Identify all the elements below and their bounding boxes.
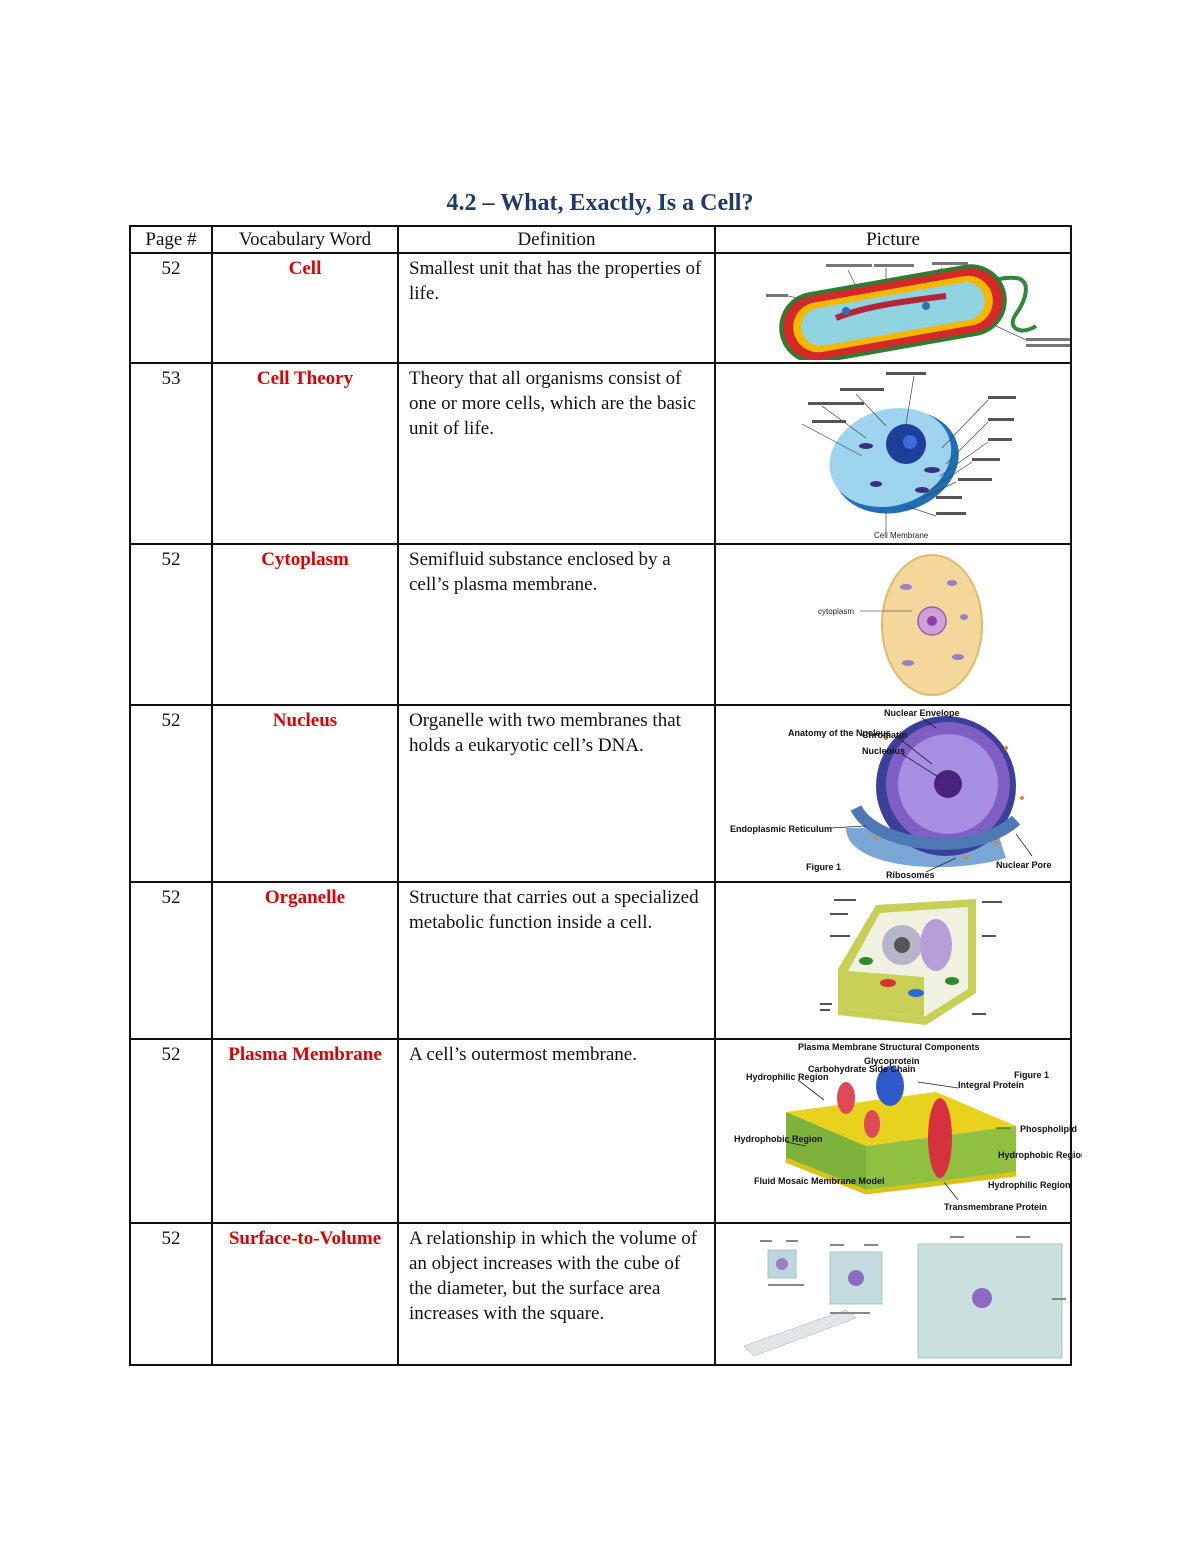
table-row: 53 Cell Theory Theory that all organisms… [129,362,1072,545]
diagram-label: Nucleolus [862,746,905,756]
diagram-label: Fluid Mosaic Membrane Model [754,1176,885,1186]
diagram-label: Hydrophilic Region [988,1180,1071,1190]
picture-cell [714,252,1072,364]
table-header-row: Page # Vocabulary Word Definition Pictur… [129,225,1072,254]
diagram-label: Integral Protein [958,1080,1024,1090]
diagram-label: cytoplasm [818,607,854,616]
vocab-word: Cytoplasm [211,543,399,706]
page-number: 52 [129,1222,213,1366]
diagram-label: Phospholipid [1020,1124,1077,1134]
picture-cell [714,1222,1072,1366]
diagram-label: Endoplasmic Reticulum [730,824,832,834]
header-picture: Picture [714,225,1072,254]
vocabulary-table: Page # Vocabulary Word Definition Pictur… [129,225,1082,1366]
diagram-label: Chromatin [862,730,907,740]
diagram-label: Hydrophobic Region [998,1150,1082,1160]
vocab-word: Nucleus [211,704,399,883]
header-word: Vocabulary Word [211,225,399,254]
diagram-label: Ribosomes [886,870,935,879]
table-row: 52 Cell Smallest unit that has the prope… [129,252,1072,364]
header-page: Page # [129,225,213,254]
picture-cell: Plasma Membrane Structural Components Gl… [714,1038,1082,1224]
plant-cell-image [820,899,1002,1025]
diagram-label: Nuclear Pore [996,860,1052,870]
definition: Organelle with two membranes that holds … [397,704,716,883]
diagram-label: Plasma Membrane Structural Components [798,1042,980,1052]
definition: Smallest unit that has the properties of… [397,252,716,364]
picture-cell: Cell Membrane [714,362,1072,545]
definition: Structure that carries out a specialized… [397,881,716,1040]
header-definition: Definition [397,225,716,254]
diagram-label: Figure 1 [806,862,841,872]
table-row: 52 Organelle Structure that carries out … [129,881,1072,1040]
diagram-label: Figure 1 [1014,1070,1049,1080]
picture-cell: cytoplasm [714,543,1072,706]
picture-cell [714,881,1072,1040]
diagram-label: Nuclear Envelope [884,708,960,718]
definition: Theory that all organisms consist of one… [397,362,716,545]
page-number: 52 [129,1038,213,1224]
nucleus-image: Nuclear Envelope Anatomy of the Nucleus … [730,708,1052,879]
page-number: 52 [129,704,213,883]
diagram-label: Glycoprotein [864,1056,920,1066]
page-number: 52 [129,881,213,1040]
vocab-word: Organelle [211,881,399,1040]
page-title: 4.2 – What, Exactly, Is a Cell? [446,190,754,216]
surface-to-volume-image [743,1236,1066,1359]
table-row: 52 Cytoplasm Semifluid substance enclose… [129,543,1072,706]
vocab-word: Cell Theory [211,362,399,545]
prokaryotic-cell-image [766,262,1070,360]
table-row: 52 Surface-to-Volume A relationship in w… [129,1222,1072,1366]
diagram-label: Carbohydrate Side Chain [808,1064,916,1074]
diagram-label: Hydrophobic Region [734,1134,823,1144]
page-number: 52 [129,252,213,364]
definition: Semifluid substance enclosed by a cell’s… [397,543,716,706]
picture-cell: Nuclear Envelope Anatomy of the Nucleus … [714,704,1072,883]
vocab-word: Cell [211,252,399,364]
diagram-label: Hydrophilic Region [746,1072,829,1082]
table-row: 52 Nucleus Organelle with two membranes … [129,704,1072,883]
diagram-label: Anatomy of the Nucleus [788,728,891,738]
vocab-word: Surface-to-Volume [211,1222,399,1366]
diagram-label: Transmembrane Protein [944,1202,1047,1212]
plasma-membrane-image: Plasma Membrane Structural Components Gl… [734,1042,1082,1212]
vocab-word: Plasma Membrane [211,1038,399,1224]
table-row: 52 Plasma Membrane A cell’s outermost me… [129,1038,1082,1224]
page-number: 53 [129,362,213,545]
page-number: 52 [129,543,213,706]
definition: A relationship in which the volume of an… [397,1222,716,1366]
cytoplasm-image: cytoplasm [818,554,983,696]
animal-cell-image: Cell Membrane [801,372,1016,540]
diagram-label: Cell Membrane [874,531,929,540]
definition: A cell’s outermost membrane. [397,1038,716,1224]
